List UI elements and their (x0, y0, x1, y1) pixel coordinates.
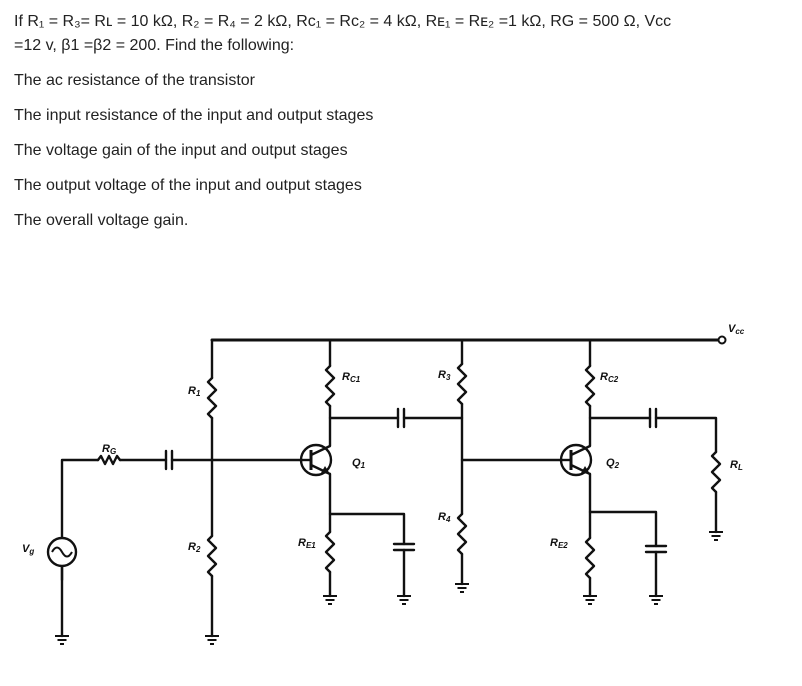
question-3: The voltage gain of the input and output… (14, 142, 348, 159)
question-5: The overall voltage gain. (14, 212, 189, 229)
circuit-wires (60, 338, 722, 638)
problem-statement: If R₁ = R₃= Rʟ = 10 kΩ, R₂ = R₄ = 2 kΩ, … (14, 10, 794, 233)
label-rc2: RC2 (600, 371, 619, 384)
transistor-q2-symbol (559, 443, 593, 477)
label-r1: R1 (188, 385, 201, 398)
label-rc1: RC1 (342, 371, 361, 384)
label-re2: RE2 (550, 537, 568, 550)
givens-line-2: =12 v, β1 =β2 = 200. Find the following: (14, 37, 295, 54)
label-vcc: Vcc (728, 323, 745, 336)
label-q1: Q1 (352, 457, 366, 470)
ground-re2-icon (582, 595, 598, 605)
label-rg: RG (102, 443, 116, 456)
ground-re1-icon (322, 595, 338, 605)
transistor-q1-symbol (299, 443, 333, 477)
ac-source-symbol (46, 536, 78, 568)
label-re1: RE1 (298, 537, 316, 550)
ground-source-icon (54, 635, 70, 645)
label-rl: RL (730, 459, 743, 472)
label-q2: Q2 (606, 457, 620, 470)
ground-rl-icon (708, 531, 724, 541)
ground-r2-icon (204, 635, 220, 645)
label-vg: Vg (22, 543, 34, 556)
label-r4: R4 (438, 511, 451, 524)
label-r3: R3 (438, 369, 451, 382)
label-r2: R2 (188, 541, 201, 554)
question-2: The input resistance of the input and ou… (14, 107, 374, 124)
question-4: The output voltage of the input and outp… (14, 177, 362, 194)
vcc-terminal (717, 335, 727, 345)
givens-line-1: If R₁ = R₃= Rʟ = 10 kΩ, R₂ = R₄ = 2 kΩ, … (14, 13, 672, 30)
question-1: The ac resistance of the transistor (14, 72, 255, 89)
amplifier-circuit-diagram: Vcc RG R1 R2 RC1 RE1 Q1 R3 R4 RC2 RE2 Q2… (22, 323, 745, 645)
